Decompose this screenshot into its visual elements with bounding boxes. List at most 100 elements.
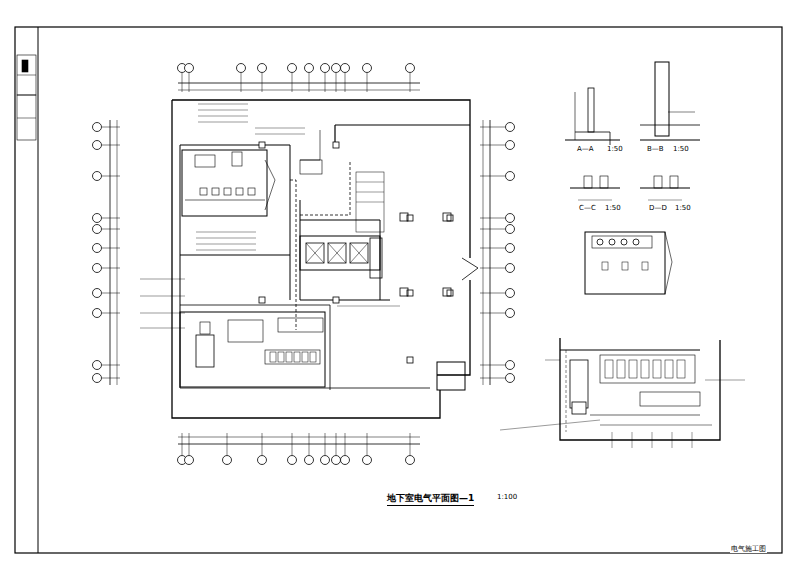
outline xyxy=(622,262,628,270)
grid-bubble xyxy=(506,141,515,150)
outline xyxy=(584,176,592,188)
wire xyxy=(102,378,120,379)
wire xyxy=(185,200,265,201)
grid-bubble xyxy=(506,172,515,181)
wire xyxy=(367,73,368,92)
wire xyxy=(196,244,256,245)
grid-bubble xyxy=(305,456,314,465)
grid-bubble xyxy=(93,309,102,318)
wire xyxy=(102,293,120,294)
wire xyxy=(590,415,700,416)
wire xyxy=(692,432,693,448)
wire xyxy=(182,433,183,455)
drawing-label: A—A xyxy=(576,146,595,153)
wire xyxy=(102,229,120,230)
wire xyxy=(336,73,337,92)
outline xyxy=(654,176,662,188)
wire xyxy=(180,255,290,256)
outline xyxy=(270,352,276,362)
wire xyxy=(672,432,673,448)
wire xyxy=(345,73,346,92)
wire xyxy=(102,248,120,249)
outline xyxy=(17,55,36,95)
wire xyxy=(102,127,120,128)
grid-bubble xyxy=(288,456,297,465)
outline xyxy=(15,27,782,553)
wire xyxy=(292,73,293,92)
grid-bubble xyxy=(185,64,194,73)
wire xyxy=(566,350,567,432)
wire xyxy=(480,176,505,177)
grid-bubble xyxy=(506,361,515,370)
grid-bubble xyxy=(633,239,639,245)
wire xyxy=(665,232,672,294)
wire xyxy=(17,75,36,76)
outline xyxy=(642,262,648,270)
wire xyxy=(345,433,346,455)
outline xyxy=(437,362,465,390)
drawing-label: B—B xyxy=(646,146,665,153)
wire xyxy=(328,243,346,263)
wire xyxy=(705,380,745,381)
outline xyxy=(180,312,325,387)
wire xyxy=(255,128,305,129)
grid-bubble xyxy=(237,64,246,73)
wire xyxy=(196,238,256,239)
wire xyxy=(198,110,248,111)
wire xyxy=(110,120,111,385)
outline xyxy=(232,152,242,166)
outline xyxy=(600,176,608,188)
wire xyxy=(309,73,310,92)
wire xyxy=(196,232,256,233)
outline xyxy=(333,142,339,148)
wire xyxy=(325,73,326,92)
wire xyxy=(325,433,326,455)
wire xyxy=(172,100,470,258)
wire xyxy=(570,188,620,189)
wire xyxy=(612,432,613,448)
wire xyxy=(480,293,505,294)
outline xyxy=(629,360,637,378)
outline xyxy=(200,322,210,334)
wire xyxy=(182,73,183,92)
outline xyxy=(640,392,700,406)
outline xyxy=(602,262,608,270)
wire xyxy=(500,420,600,430)
wire xyxy=(178,444,420,445)
outline xyxy=(588,88,594,132)
outline xyxy=(605,360,613,378)
grid-bubble xyxy=(321,456,330,465)
drawing-label: C—C xyxy=(578,205,597,212)
wire xyxy=(180,388,430,389)
outline xyxy=(224,188,231,195)
wire xyxy=(356,202,384,203)
drawing-label: 1:50 xyxy=(674,205,692,212)
wire xyxy=(480,313,505,314)
wire xyxy=(140,296,185,297)
grid-bubble xyxy=(93,361,102,370)
wire xyxy=(292,433,293,455)
wire xyxy=(178,437,420,438)
wire xyxy=(178,83,420,84)
wire xyxy=(38,27,39,553)
wire xyxy=(648,200,682,201)
wire xyxy=(545,360,560,361)
outline xyxy=(641,360,649,378)
grid-bubble xyxy=(609,239,615,245)
wire xyxy=(652,432,653,448)
wire xyxy=(306,243,324,263)
grid-bubble xyxy=(93,214,102,223)
outline xyxy=(212,188,219,195)
outline xyxy=(17,95,36,140)
outline xyxy=(443,288,451,296)
wire xyxy=(560,350,700,351)
grid-bubble xyxy=(93,264,102,273)
outline xyxy=(653,360,661,378)
outline xyxy=(407,357,413,363)
wire xyxy=(180,145,290,388)
wire xyxy=(189,433,190,455)
wire xyxy=(560,338,720,440)
drawing-title: 地下室电气平面图—1 xyxy=(387,494,474,506)
grid-bubble xyxy=(506,264,515,273)
